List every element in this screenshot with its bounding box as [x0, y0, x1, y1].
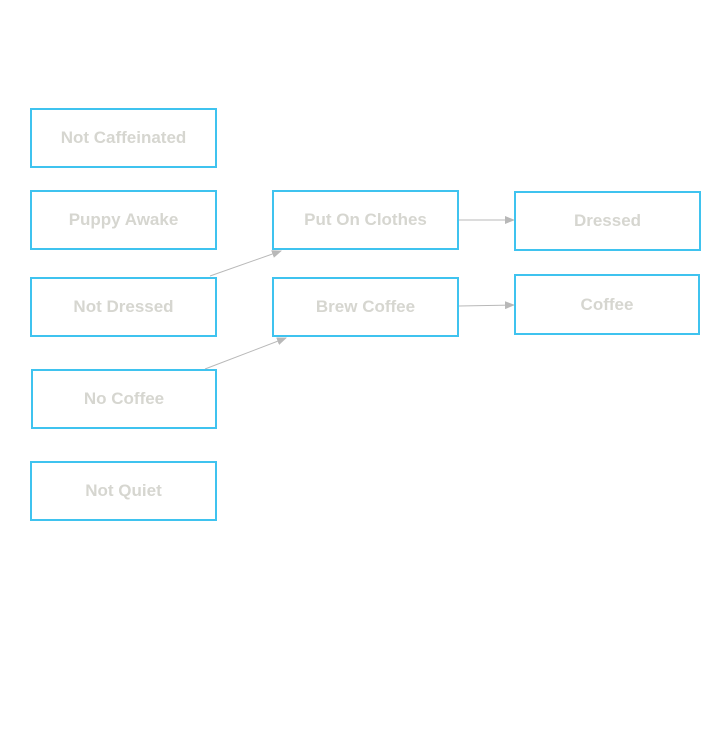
node-not-dressed[interactable]: Not Dressed [30, 277, 217, 337]
node-not-quiet[interactable]: Not Quiet [30, 461, 217, 521]
node-label: Put On Clothes [304, 210, 427, 229]
node-label: No Coffee [83, 389, 165, 408]
node-dressed[interactable]: Dressed [514, 191, 701, 251]
node-brew-coffee[interactable]: Brew Coffee [272, 277, 459, 337]
node-not-caffeinated[interactable]: Not Caffeinated [30, 108, 217, 168]
node-put-on-clothes[interactable]: Put On Clothes [272, 190, 459, 250]
node-label: Not Dressed [73, 297, 174, 316]
node-label: Dressed [573, 211, 642, 230]
node-label: Coffee [580, 294, 634, 314]
node-puppy-awake[interactable]: Puppy Awake [30, 190, 217, 250]
node-label: Brew Coffee [315, 297, 416, 316]
node-label: Not Caffeinated [60, 128, 187, 147]
edge-not-dressed-to-put-on-clothes [209, 250, 282, 277]
node-label: Not Quiet [85, 481, 162, 500]
node-coffee[interactable]: Coffee [514, 274, 700, 335]
node-no-coffee[interactable]: No Coffee [31, 369, 217, 429]
edge-no-coffee-to-brew-coffee [204, 337, 287, 370]
edge-brew-coffee-to-coffee [458, 301, 515, 310]
node-label: Puppy Awake [68, 210, 179, 229]
